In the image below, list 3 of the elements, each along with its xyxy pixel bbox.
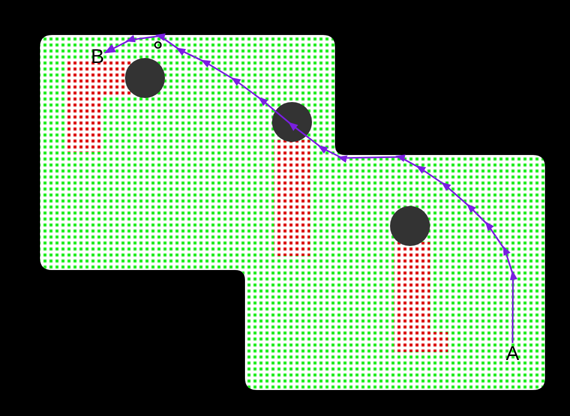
- point-label: B: [90, 46, 104, 66]
- point-label: A: [506, 344, 520, 364]
- path-arrow: [104, 33, 518, 343]
